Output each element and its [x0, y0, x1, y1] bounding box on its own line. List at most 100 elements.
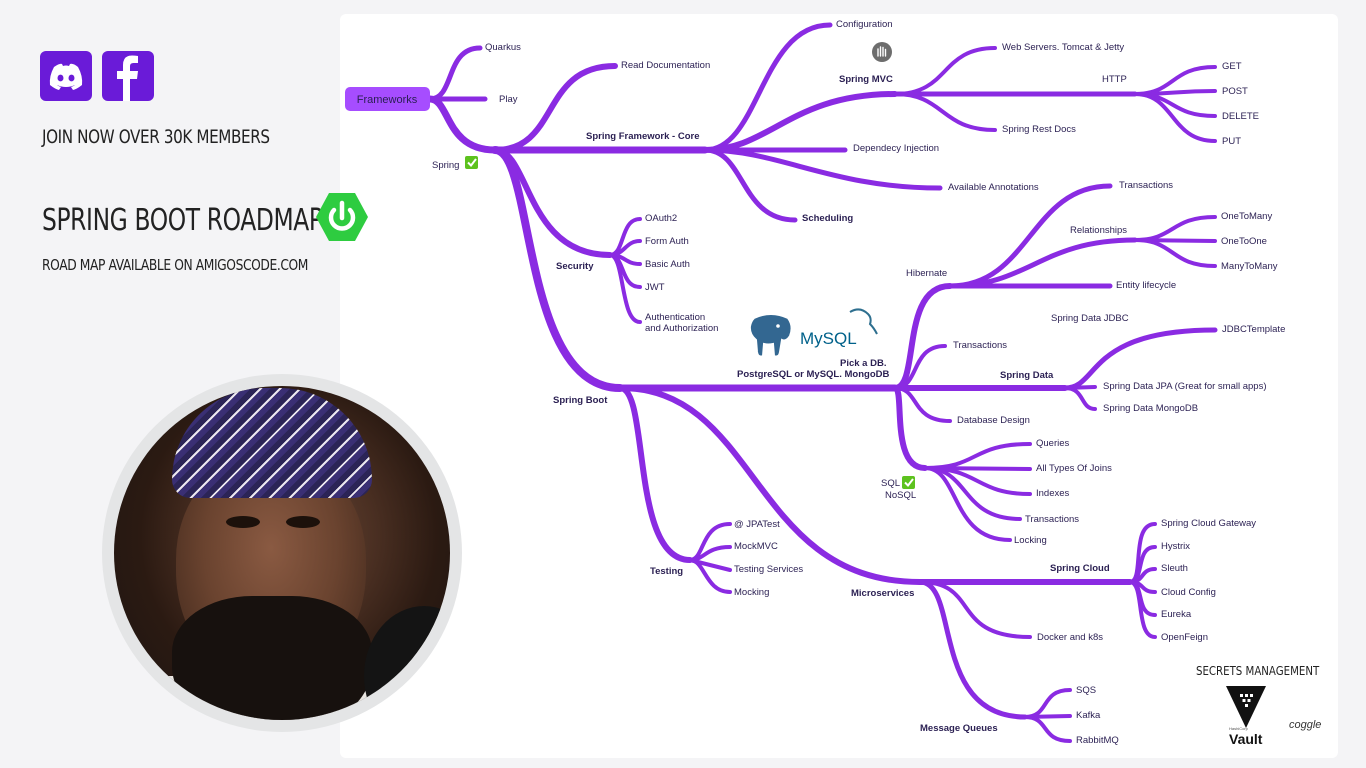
- hand-cursor-icon: [872, 42, 892, 62]
- node-basic-auth[interactable]: Basic Auth: [645, 259, 690, 270]
- node-post[interactable]: POST: [1222, 86, 1248, 97]
- node-queries[interactable]: Queries: [1036, 438, 1070, 449]
- join-text: JOIN NOW OVER 30K MEMBERS: [42, 126, 270, 148]
- node-http[interactable]: HTTP: [1102, 74, 1127, 85]
- node-jpa-test[interactable]: @ JPATest: [734, 519, 780, 530]
- root-node[interactable]: [345, 87, 430, 111]
- node-transactions-h[interactable]: Transactions: [1119, 180, 1173, 191]
- node-sql[interactable]: SQL: [881, 478, 900, 489]
- avatar-beard: [172, 596, 372, 720]
- node-security[interactable]: Security: [556, 261, 594, 272]
- edge-locking: [923, 466, 1012, 542]
- node-authn-2[interactable]: and Authorization: [645, 323, 718, 334]
- node-pick-db-2[interactable]: PostgreSQL or MySQL. MongoDB: [737, 369, 889, 380]
- edge-form-auth: [608, 239, 642, 257]
- node-joins[interactable]: All Types Of Joins: [1036, 463, 1112, 474]
- vault-label: Vault: [1229, 731, 1263, 747]
- node-mock-mvc[interactable]: MockMVC: [734, 541, 778, 552]
- node-eureka[interactable]: Eureka: [1161, 609, 1192, 620]
- node-sqs[interactable]: SQS: [1076, 685, 1096, 696]
- edge-microservices: [617, 385, 923, 585]
- node-entity-lifecycle[interactable]: Entity lifecycle: [1116, 280, 1176, 291]
- edge-annotations: [702, 147, 943, 191]
- node-authn-1[interactable]: Authentication: [645, 312, 705, 323]
- node-spring-data[interactable]: Spring Data: [1000, 370, 1054, 381]
- check-icon: [902, 476, 915, 489]
- edge-put: [1133, 92, 1217, 143]
- node-spring-cloud[interactable]: Spring Cloud: [1050, 563, 1110, 574]
- node-put[interactable]: PUT: [1222, 136, 1241, 147]
- node-indexes[interactable]: Indexes: [1036, 488, 1070, 499]
- node-rest-docs[interactable]: Spring Rest Docs: [1002, 124, 1076, 135]
- node-hystrix[interactable]: Hystrix: [1161, 541, 1190, 552]
- node-play[interactable]: Play: [499, 94, 518, 105]
- node-oauth2[interactable]: OAuth2: [645, 213, 677, 224]
- node-testing[interactable]: Testing: [650, 566, 683, 577]
- node-pick-db-1[interactable]: Pick a DB.: [840, 358, 886, 369]
- node-microservices[interactable]: Microservices: [851, 588, 914, 599]
- edge-message-queues: [917, 579, 1028, 720]
- edge-spring-mvc: [702, 91, 898, 153]
- node-spring-data-mongo[interactable]: Spring Data MongoDB: [1103, 403, 1198, 414]
- edge-configuration: [702, 22, 833, 153]
- node-gateway[interactable]: Spring Cloud Gateway: [1161, 518, 1256, 529]
- node-transactions-sql[interactable]: Transactions: [1025, 514, 1079, 525]
- node-testing-services[interactable]: Testing Services: [734, 564, 803, 575]
- node-spring[interactable]: Spring: [432, 160, 459, 171]
- edge-rest-docs: [893, 92, 997, 132]
- node-one-to-one[interactable]: OneToOne: [1221, 236, 1267, 247]
- node-transactions-db[interactable]: Transactions: [953, 340, 1007, 351]
- edge-many-to-many: [1133, 238, 1217, 268]
- edge-transactions-h: [947, 183, 1113, 289]
- postgresql-elephant-icon: [748, 313, 793, 358]
- node-cloud-config[interactable]: Cloud Config: [1161, 587, 1216, 598]
- edge-queries: [923, 442, 1032, 470]
- node-jdbc-template[interactable]: JDBCTemplate: [1222, 324, 1285, 335]
- node-rabbitmq[interactable]: RabbitMQ: [1076, 735, 1119, 746]
- node-docker[interactable]: Docker and k8s: [1037, 632, 1103, 643]
- node-di[interactable]: Dependecy Injection: [853, 143, 939, 154]
- node-web-servers[interactable]: Web Servers. Tomcat & Jetty: [1002, 42, 1124, 53]
- node-one-to-many[interactable]: OneToMany: [1221, 211, 1272, 222]
- node-kafka[interactable]: Kafka: [1076, 710, 1101, 721]
- node-relationships[interactable]: Relationships: [1070, 225, 1127, 236]
- edge-docker: [918, 580, 1032, 639]
- edge-web-servers: [893, 46, 997, 96]
- node-spring-data-jdbc[interactable]: Spring Data JDBC: [1051, 313, 1129, 324]
- node-frameworks[interactable]: Frameworks: [357, 94, 418, 106]
- avatar: [114, 386, 450, 720]
- node-openfeign[interactable]: OpenFeign: [1161, 632, 1208, 643]
- node-many-to-many[interactable]: ManyToMany: [1221, 261, 1278, 272]
- node-scheduling[interactable]: Scheduling: [802, 213, 853, 224]
- node-mocking[interactable]: Mocking: [734, 587, 769, 598]
- node-spring-boot[interactable]: Spring Boot: [553, 395, 608, 406]
- node-configuration[interactable]: Configuration: [836, 19, 893, 30]
- edge-db-design: [893, 386, 952, 423]
- node-read-docs[interactable]: Read Documentation: [621, 60, 710, 71]
- node-get[interactable]: GET: [1222, 61, 1242, 72]
- edge-transactions-sql: [923, 466, 1022, 521]
- node-message-queues[interactable]: Message Queues: [920, 723, 998, 734]
- node-sleuth[interactable]: Sleuth: [1161, 563, 1188, 574]
- node-annotations[interactable]: Available Annotations: [948, 182, 1039, 193]
- node-form-auth[interactable]: Form Auth: [645, 236, 689, 247]
- edge-mock-mvc: [688, 545, 732, 562]
- facebook-icon[interactable]: [102, 51, 154, 101]
- node-spring-mvc[interactable]: Spring MVC: [839, 74, 893, 85]
- node-spring-data-jpa[interactable]: Spring Data JPA (Great for small apps): [1103, 381, 1267, 392]
- edge-testing: [617, 385, 693, 563]
- edge-authn: [608, 253, 642, 324]
- node-framework-core[interactable]: Spring Framework - Core: [586, 131, 700, 142]
- node-delete[interactable]: DELETE: [1222, 111, 1259, 122]
- discord-icon[interactable]: [40, 51, 92, 101]
- node-db-design[interactable]: Database Design: [957, 415, 1030, 426]
- node-nosql[interactable]: NoSQL: [885, 490, 916, 501]
- node-jwt[interactable]: JWT: [645, 282, 665, 293]
- node-locking[interactable]: Locking: [1014, 535, 1047, 546]
- mindmap-branches: [426, 22, 1218, 743]
- edge-quarkus: [427, 45, 483, 102]
- edge-hibernate: [892, 283, 953, 391]
- node-hibernate[interactable]: Hibernate: [906, 268, 947, 279]
- node-quarkus[interactable]: Quarkus: [485, 42, 521, 53]
- edge-rabbitmq: [1023, 715, 1072, 743]
